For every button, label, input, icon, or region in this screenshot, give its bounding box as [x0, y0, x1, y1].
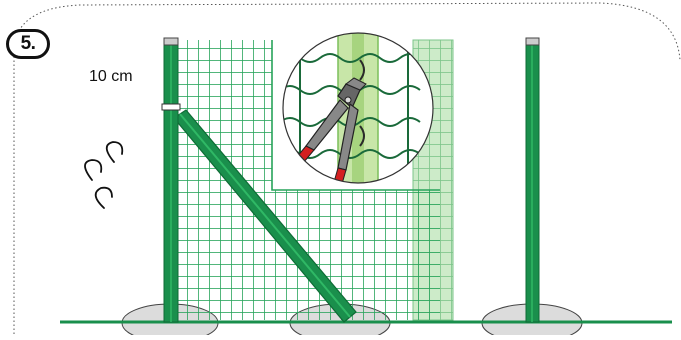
post-clip-marker	[161, 103, 181, 111]
magnifier-inset	[282, 32, 434, 184]
fence-clip-icon	[84, 141, 124, 209]
wire-mesh-edge	[271, 40, 440, 191]
pliers-icon	[295, 77, 367, 183]
post-cap-icon	[525, 37, 540, 46]
clip-spacing-label: 10 cm	[89, 68, 133, 85]
post-cap-icon	[163, 37, 179, 46]
step-badge: 5.	[6, 29, 50, 59]
